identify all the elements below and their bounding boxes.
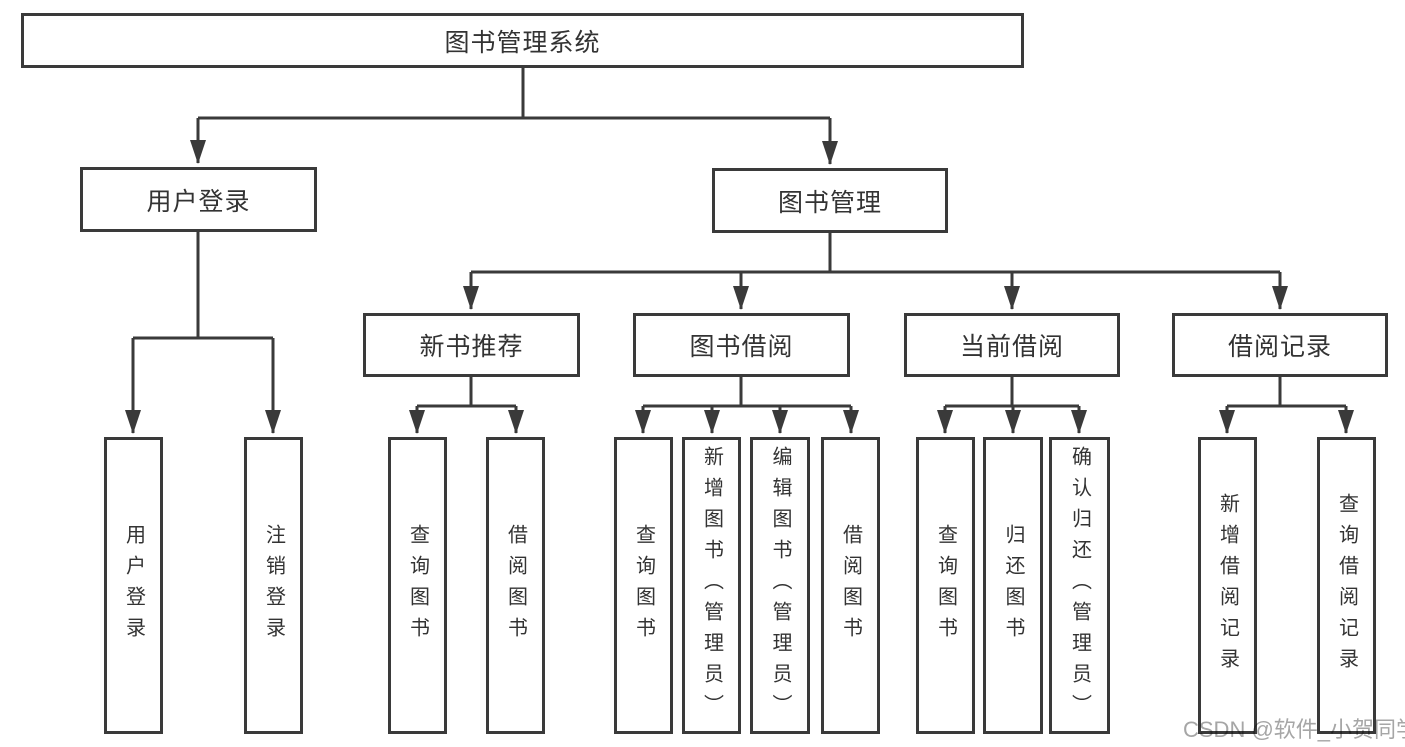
leaf-current-query-books: 查询图书 [916, 437, 975, 734]
node-book-management-branch: 图书管理 [712, 168, 948, 233]
leaf-current-return-books: 归还图书 [983, 437, 1043, 734]
leaf-logout: 注销登录 [244, 437, 303, 734]
leaf-borrow-query-books: 查询图书 [614, 437, 673, 734]
leaf-borrow-borrow-books: 借阅图书 [821, 437, 880, 734]
leaf-borrow-add-books-admin-label: 新增图书（管理员） [700, 446, 723, 725]
leaf-records-query-record-label: 查询借阅记录 [1335, 492, 1358, 679]
leaf-user-login: 用户登录 [104, 437, 163, 734]
leaf-user-login-label: 用户登录 [122, 523, 145, 648]
leaf-recommend-query-books-label: 查询图书 [406, 523, 429, 648]
leaf-recommend-borrow-books-label: 借阅图书 [504, 523, 527, 648]
node-book-borrow: 图书借阅 [633, 313, 850, 377]
leaf-current-query-books-label: 查询图书 [934, 523, 957, 648]
leaf-records-query-record: 查询借阅记录 [1317, 437, 1376, 734]
leaf-logout-label: 注销登录 [262, 523, 285, 648]
node-new-book-recommend: 新书推荐 [363, 313, 580, 377]
leaf-current-return-books-label: 归还图书 [1002, 523, 1024, 648]
leaf-recommend-query-books: 查询图书 [388, 437, 447, 734]
node-borrow-records: 借阅记录 [1172, 313, 1388, 377]
leaf-borrow-edit-books-admin-label: 编辑图书（管理员） [769, 446, 791, 725]
leaf-borrow-edit-books-admin: 编辑图书（管理员） [750, 437, 810, 734]
leaf-borrow-query-books-label: 查询图书 [632, 523, 655, 648]
node-root-title: 图书管理系统 [21, 13, 1024, 68]
leaf-borrow-borrow-books-label: 借阅图书 [839, 523, 862, 648]
leaf-current-confirm-return-admin: 确认归还（管理员） [1049, 437, 1110, 734]
leaf-records-add-record: 新增借阅记录 [1198, 437, 1257, 734]
leaf-current-confirm-return-admin-label: 确认归还（管理员） [1068, 446, 1091, 725]
node-current-borrow: 当前借阅 [904, 313, 1120, 377]
leaf-recommend-borrow-books: 借阅图书 [486, 437, 545, 734]
leaf-records-add-record-label: 新增借阅记录 [1216, 492, 1239, 679]
node-user-login-branch: 用户登录 [80, 167, 317, 232]
leaf-borrow-add-books-admin: 新增图书（管理员） [682, 437, 741, 734]
csdn-watermark: CSDN @软件_小贺同学 [1183, 717, 1405, 742]
